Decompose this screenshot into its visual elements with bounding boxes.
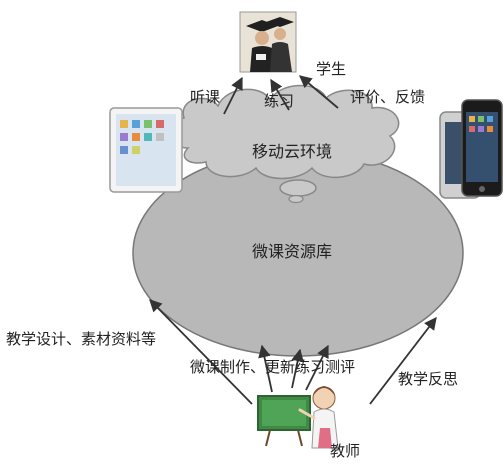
reflect-label: 教学反思 [398,370,459,388]
cloud-label: 移动云环境 [252,142,333,161]
practice-label: 练习 [264,92,295,110]
teacher-icon [257,386,339,449]
smartphones-icon [439,99,503,199]
arrow-design [149,299,253,405]
arrow-reflect [369,317,437,405]
arrow-produce-2 [291,348,304,389]
graduates-picture [239,11,297,73]
evaluate-feedback-label: 评价、反馈 [350,88,426,106]
arrow-produce-3 [305,344,329,391]
tablet-device-icon [109,107,183,193]
students-label: 学生 [316,60,347,78]
listen-label: 听课 [190,88,221,106]
teacher-label: 教师 [330,442,361,460]
produce-label: 微课制作、更新练习测评 [190,358,356,376]
design-label: 教学设计、素材资料等 [6,330,157,348]
arrow-listen [223,76,243,115]
database-label: 微课资源库 [252,242,333,261]
arrow-produce-1 [258,344,273,393]
arrow-practice [270,78,290,111]
arrow-feedback [299,75,339,109]
